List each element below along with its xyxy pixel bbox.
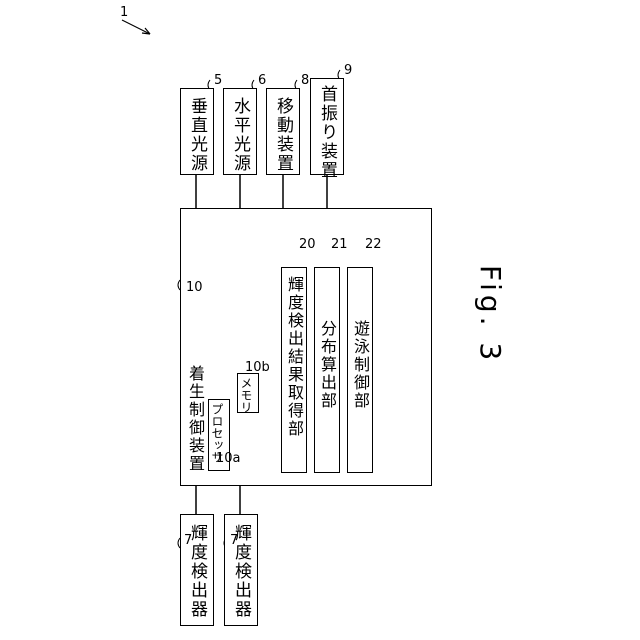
vertical-light-source-label: 垂直光源 [188, 97, 205, 173]
swimming-control-unit-label: 遊泳制御部 [352, 320, 368, 410]
luminance-result-acquisition-unit-ref: 20 [299, 238, 316, 251]
swimming-control-unit-box: 遊泳制御部 [347, 267, 373, 473]
distribution-calculation-unit-label: 分布算出部 [319, 320, 335, 410]
moving-device-box: 移動装置 [266, 88, 300, 175]
swing-device-label: 首振り装置 [318, 85, 335, 180]
vertical-light-source-box: 垂直光源 [180, 88, 214, 175]
figure-caption: Fig. 3 [474, 265, 507, 365]
processor-ref: 10a [216, 452, 241, 465]
horizontal-light-source-label: 水平光源 [231, 97, 248, 173]
distribution-calculation-unit-box: 分布算出部 [314, 267, 340, 473]
swimming-control-unit-ref: 22 [365, 238, 382, 251]
luminance-result-acquisition-unit-label: 輝度検出結果取得部 [286, 276, 302, 438]
overall-ref: 1 [120, 6, 128, 19]
vertical-light-source-ref: 5 [214, 74, 222, 87]
horizontal-light-source-ref: 6 [258, 74, 266, 87]
luminance-detector-2-ref: 7 [230, 534, 238, 547]
distribution-calculation-unit-ref: 21 [331, 238, 348, 251]
luminance-result-acquisition-unit-box: 輝度検出結果取得部 [281, 267, 307, 473]
moving-device-label: 移動装置 [274, 97, 291, 173]
swing-device-box: 首振り装置 [310, 78, 344, 175]
controller-label: 着生制御装置 [187, 365, 203, 473]
luminance-detector-1-box: 輝度検出器 [180, 514, 214, 626]
memory-box: メモリ [237, 373, 259, 413]
luminance-detector-1-ref: 7 [184, 534, 192, 547]
ref-1-leader [122, 20, 150, 34]
swing-device-ref: 9 [344, 64, 352, 77]
luminance-detector-2-box: 輝度検出器 [224, 514, 258, 626]
memory-label: メモリ [240, 377, 252, 413]
controller-ref: 10 [186, 281, 203, 294]
memory-ref: 10b [245, 361, 270, 374]
moving-device-ref: 8 [301, 74, 309, 87]
horizontal-light-source-box: 水平光源 [223, 88, 257, 175]
